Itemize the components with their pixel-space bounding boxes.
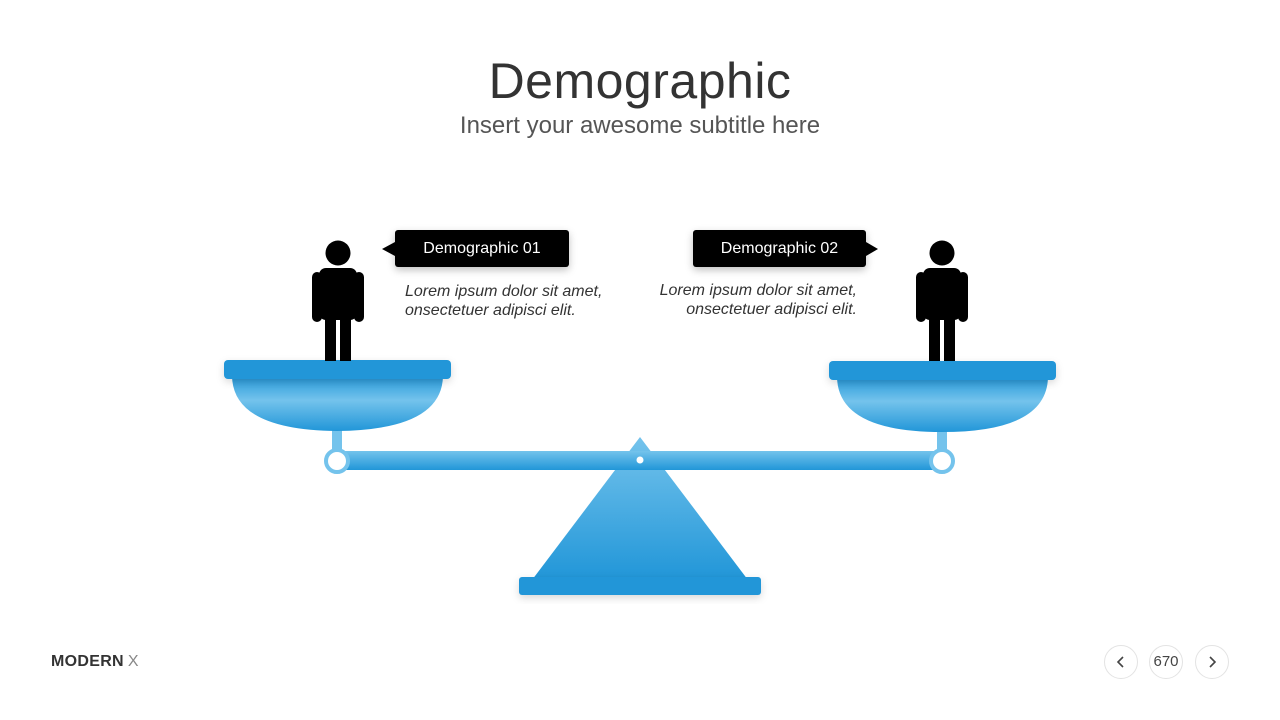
scale-base: [519, 437, 761, 595]
demographic-02-label: Demographic 02: [693, 230, 878, 267]
demographic-01-description: Lorem ipsum dolor sit amet, onsectetuer …: [405, 282, 625, 320]
demographic-01-label: Demographic 01: [382, 230, 569, 267]
page-subtitle: Insert your awesome subtitle here: [459, 112, 821, 139]
scale-beam: [324, 448, 955, 474]
description-line: Lorem ipsum dolor sit amet,: [405, 283, 603, 300]
description-line: onsectetuer adipisci elit.: [686, 301, 857, 318]
page-number: 670: [1149, 645, 1183, 679]
left-hanger: [332, 428, 342, 454]
chevron-left-icon: [1116, 656, 1124, 668]
right-hanger: [937, 428, 947, 454]
left-pan: [224, 360, 451, 431]
page-title: Demographic: [488, 53, 792, 109]
demographic-02-description: Lorem ipsum dolor sit amet, onsectetuer …: [637, 281, 857, 319]
person-icon: [312, 240, 364, 361]
chevron-right-icon: [1209, 656, 1217, 668]
previous-slide-button[interactable]: [1104, 645, 1138, 679]
brand-suffix: X: [127, 653, 139, 670]
right-pan: [829, 361, 1056, 432]
next-slide-button[interactable]: [1195, 645, 1229, 679]
description-line: Lorem ipsum dolor sit amet,: [659, 282, 857, 299]
person-icon: [916, 240, 968, 361]
brand-name: MODERN: [51, 653, 124, 670]
description-line: onsectetuer adipisci elit.: [405, 302, 576, 319]
